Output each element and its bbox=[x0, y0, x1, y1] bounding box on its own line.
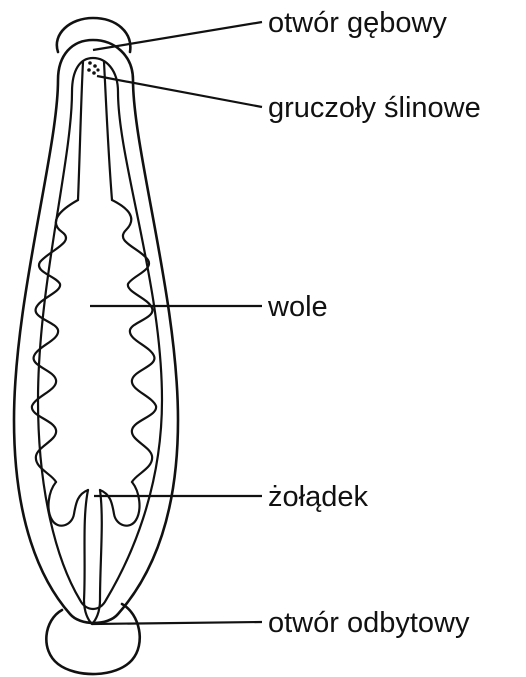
pharynx-right-wall bbox=[104, 62, 112, 200]
label-stomach: żołądek bbox=[268, 481, 368, 513]
pharynx bbox=[78, 62, 83, 200]
intestine-right-wall bbox=[92, 490, 102, 624]
body-outline bbox=[14, 40, 178, 623]
intestine bbox=[84, 490, 92, 624]
label-mouth: otwór gębowy bbox=[268, 7, 447, 39]
stomach-left-lobe bbox=[49, 482, 88, 526]
leader-salivary-glands bbox=[97, 76, 262, 107]
crop-right-wall bbox=[112, 200, 156, 482]
salivary-gland-dots bbox=[87, 61, 99, 75]
stomach-right-lobe bbox=[100, 482, 139, 526]
label-salivary-glands: gruczoły ślinowe bbox=[268, 92, 481, 124]
label-crop: wole bbox=[267, 291, 328, 323]
leader-anus bbox=[92, 622, 262, 624]
label-anus: otwór odbytowy bbox=[268, 607, 470, 639]
anterior-sucker bbox=[57, 18, 131, 52]
posterior-sucker bbox=[46, 604, 139, 674]
